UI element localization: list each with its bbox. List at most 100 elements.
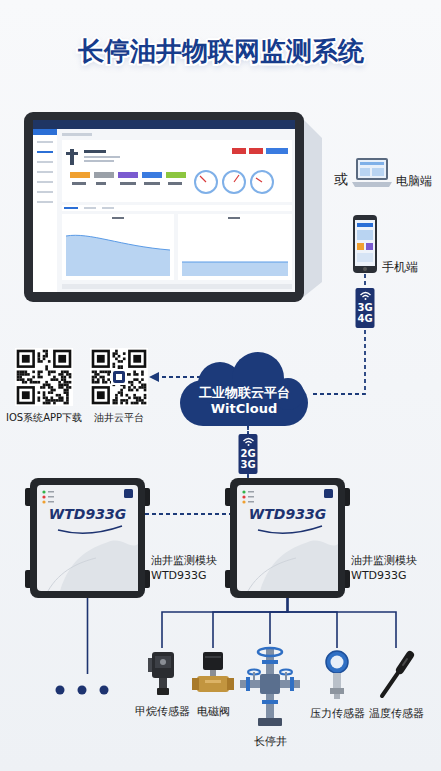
qr-code-image: [51, 391, 54, 394]
laptop-icon: [372, 168, 384, 176]
phone-icon: [357, 243, 364, 250]
qr-code-image: [131, 352, 144, 365]
qr-code-image: [92, 350, 147, 405]
qr-code-image: [15, 348, 73, 406]
monitor-illustration: [62, 133, 92, 136]
qr-code: 油井云平台: [90, 348, 148, 425]
qr-code-image: [69, 373, 72, 376]
qr-code-image: [128, 373, 131, 376]
ellipsis-dots: [100, 686, 109, 695]
valve-icon: [210, 670, 216, 676]
monitor-illustration: [249, 148, 263, 154]
qr-code-image: [115, 402, 118, 405]
qr-code-image: [92, 386, 110, 404]
methane-icon: [157, 688, 169, 695]
device-housing: [42, 500, 45, 503]
qr-code-image: [58, 397, 61, 400]
qr-code-image: [113, 352, 116, 355]
qr-code-image: [40, 371, 43, 374]
valve-icon: [227, 678, 234, 690]
qr-code-image: [56, 394, 59, 397]
qr-code-image: [56, 399, 59, 402]
qr-code-image: [38, 352, 41, 355]
qr-code-image: [58, 381, 61, 384]
wifi-icon: [359, 291, 371, 300]
qr-code-image: [66, 384, 69, 387]
qr-code-image: [102, 376, 105, 379]
monitor-illustration: [232, 148, 246, 154]
qr-code-image: [66, 402, 69, 405]
qr-code-image: [61, 397, 64, 400]
qr-code-image: [100, 376, 103, 379]
valve-icon: [197, 676, 229, 692]
monitor-illustration: [37, 151, 53, 153]
qr-code-image: [136, 397, 139, 400]
qr-code-image: [113, 363, 116, 366]
qr-code-image: [92, 376, 95, 379]
qr-code-image: [111, 369, 127, 385]
monitor-illustration: [302, 118, 322, 298]
qr-code-image: [43, 391, 46, 394]
qr-code-image: [61, 384, 64, 387]
qr-code-image: [69, 381, 72, 384]
monitor-module: WTD933G油井监测模块 WTD933G: [30, 478, 145, 598]
qr-code-image: [141, 373, 144, 376]
qr-code-image: [45, 399, 48, 402]
qr-code-image: [15, 348, 73, 406]
qr-code-image: [53, 378, 56, 381]
qr-code-image: [102, 381, 105, 384]
device-housing: [230, 478, 345, 598]
qr-code-image: [45, 350, 48, 353]
wifi-icon: [362, 296, 368, 298]
qr-code-image: [92, 371, 95, 374]
well-icon: [253, 672, 255, 680]
qr-code-image: [66, 391, 69, 394]
qr-code-image: [45, 381, 48, 384]
monitor-illustration: [62, 284, 292, 289]
node-label: 油井监测模块 WTD933G: [351, 554, 425, 584]
qr-code-image: [27, 378, 30, 381]
page-title: 长停油井物联网监测系统: [0, 34, 441, 69]
monitor-illustration: [266, 148, 288, 154]
qr-code-image: [38, 381, 41, 384]
qr-code-image: [48, 399, 51, 402]
qr-code-image: [64, 402, 67, 405]
qr-code-image: [64, 389, 67, 392]
well-icon: [260, 674, 280, 694]
device-housing: [242, 500, 245, 503]
field-device: 温度传感器: [369, 648, 424, 721]
qr-code-image: [22, 373, 25, 376]
qr-code-image: [144, 386, 147, 389]
qr-code-image: [141, 378, 144, 381]
qr-code-image: [19, 376, 22, 379]
methane-icon: [155, 656, 171, 668]
qr-code-image: [64, 378, 67, 381]
monitor-illustration: [228, 217, 240, 219]
signal-badge: 3G 4G: [356, 288, 375, 328]
qr-code-image: [133, 373, 136, 376]
qr-code-image: [48, 386, 51, 389]
qr-code-image: [43, 402, 46, 405]
qr-code-image: [40, 386, 43, 389]
ellipsis-dots: [78, 686, 87, 695]
qr-code-image: [115, 358, 118, 361]
qr-code-image: [118, 360, 121, 363]
phone-icon: [363, 267, 367, 271]
temp-icon: [376, 648, 416, 700]
qr-code-image: [139, 381, 142, 384]
qr-code-image: [64, 384, 67, 387]
qr-code-image: [61, 376, 64, 379]
qr-code-image: [97, 381, 100, 384]
device-housing: [48, 491, 54, 493]
qr-code-image: [107, 373, 110, 376]
qr-code-image: [45, 352, 48, 355]
monitor-illustration: [84, 160, 114, 162]
qr-code-image: [118, 355, 121, 358]
well-icon: [238, 644, 302, 728]
device-housing: [30, 478, 145, 598]
device-housing: [37, 485, 138, 591]
qr-code-image: [61, 371, 64, 374]
qr-code-image: [38, 355, 41, 358]
qr-code-image: [120, 391, 123, 394]
monitor-illustration: [33, 129, 57, 135]
